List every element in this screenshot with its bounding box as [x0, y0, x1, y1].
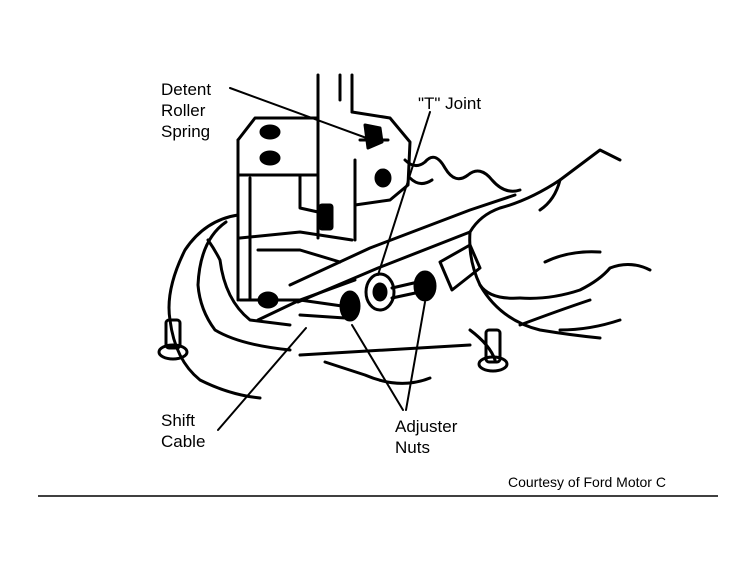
- housing-bolts: [257, 124, 392, 309]
- mounting-studs: [157, 318, 509, 373]
- label-adjuster-nuts: Adjuster Nuts: [395, 416, 457, 458]
- label-line: Adjuster: [395, 417, 458, 436]
- leader-lines: [217, 87, 431, 431]
- label-detent-roller-spring: Detent Roller Spring: [161, 79, 211, 142]
- credit-text: Courtesy of Ford Motor C: [508, 474, 666, 490]
- hand: [438, 148, 652, 340]
- label-line: Shift: [161, 411, 196, 430]
- shift-lever: [256, 193, 517, 322]
- label-line: Spring: [161, 122, 211, 141]
- t-joint-assembly: [298, 270, 437, 322]
- label-line: Cable: [161, 432, 206, 451]
- label-line: Detent: [161, 80, 212, 99]
- label-shift-cable: Shift Cable: [161, 410, 205, 452]
- label-t-joint: "T" Joint: [418, 94, 482, 113]
- cover-edge: [403, 155, 522, 193]
- label-line: Nuts: [395, 438, 430, 457]
- detent-roller-spring-shape: [358, 123, 390, 150]
- label-line: Roller: [161, 101, 206, 120]
